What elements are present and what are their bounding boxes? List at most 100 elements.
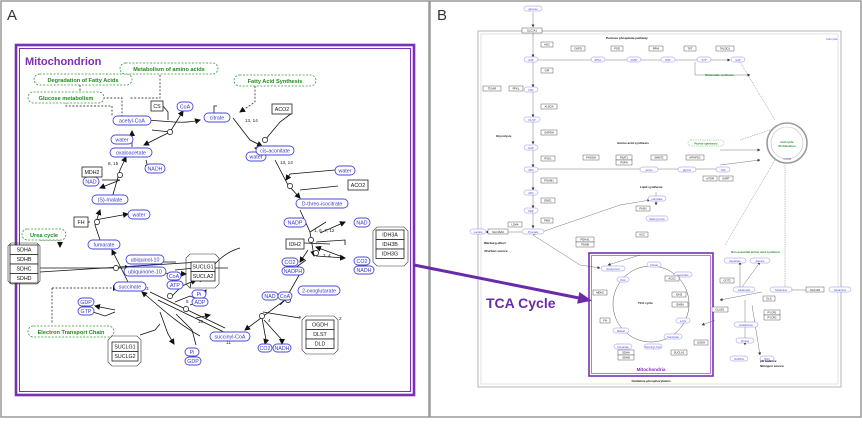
- enzyme-dld: DLD: [315, 342, 326, 348]
- ov-slc2a1: SLC2A1: [527, 29, 538, 33]
- ov-slc16a3: SLC16A3: [492, 230, 504, 234]
- pathway-electron-transport-chain: Electron Transport Chain: [38, 330, 105, 336]
- metabolite-nadh-2: NADH: [356, 268, 371, 274]
- metabolite-nadh-1: NADH: [147, 167, 162, 173]
- enzyme-suclg2: SUCLG2: [114, 354, 135, 360]
- enzyme-ogdh: OGDH: [312, 323, 328, 329]
- ov-lactate: Lactate: [474, 230, 483, 234]
- ov-nadph: NADPH: [734, 357, 743, 361]
- metabolite-succinyl-coa: succinyl-CoA: [215, 335, 246, 341]
- metabolite-nad-3: NAD: [264, 294, 275, 300]
- enzyme-aco2-1: ACO2: [275, 107, 289, 113]
- cell-inner-frame: [480, 33, 839, 385]
- ov-fh: FH: [603, 319, 607, 323]
- ov-pfkl: PFKL: [513, 87, 520, 91]
- cell-cycle-circle: [766, 122, 808, 164]
- overview-metabolites: glucose G6P 6PGL Ru5P R5P S7P E4P F6P F1…: [469, 5, 852, 362]
- ov-gart: GART: [722, 177, 730, 181]
- rxn-succinyl: 3: [146, 286, 149, 291]
- ov-nh3: NH3: [764, 357, 770, 361]
- metabolite-oxoglutarate: 2-oxoglutarate: [302, 289, 336, 295]
- ov-shmt2: SHMT2: [654, 156, 664, 160]
- ov-phgdh: PHGDH: [586, 156, 596, 160]
- metabolite-ubiquinol: ubiquinol-10: [131, 258, 160, 264]
- ov-mtor: mTOR: [783, 157, 791, 161]
- ov-idh3a: IDH3A: [676, 303, 684, 307]
- ov-s7p: S7P: [701, 58, 706, 62]
- ov-warburg: Warburg effect: [484, 241, 506, 245]
- ov-oaa: OAA: [620, 278, 626, 282]
- ov-glutamine-ext: Glutamine: [834, 288, 847, 292]
- enzyme-idh3g: IDH3G: [382, 252, 398, 258]
- ov-f16bp: F1,6P: [528, 118, 535, 122]
- metabolite-gdp-2: GDP: [187, 359, 199, 365]
- pathway-glucose-metabolism: Glucose metabolism: [39, 96, 94, 102]
- enzyme-fh: FH: [77, 220, 84, 226]
- ov-proline: Proline: [741, 339, 750, 343]
- ov-glycolysis: Glycolysis: [496, 134, 512, 138]
- mitochondrion-title: Mitochondrion: [25, 56, 102, 68]
- ov-rpia: RPIA: [653, 47, 659, 51]
- pathway-fatty-acid-synthesis: Fatty Acid Synthesis: [248, 79, 303, 85]
- mitochondrion-inner-frame: [19, 48, 411, 392]
- ov-g6pd: G6PD: [574, 47, 581, 51]
- metabolite-s-malate: (S)-malate: [98, 198, 123, 204]
- overview-mito-frame: [588, 252, 714, 377]
- ov-got2: GOT2: [723, 279, 731, 283]
- ov-malonyl: Malonyl-CoA: [649, 217, 665, 221]
- ov-gap: GAP: [528, 146, 534, 150]
- ov-carbon: 3Carbon source: [484, 249, 508, 253]
- ov-fumarate: Fumarate: [617, 345, 629, 349]
- rxn-aconitate-isocitrate: 13, 14: [280, 160, 293, 165]
- ov-ru5p: Ru5P: [631, 58, 638, 62]
- enzyme-mdh2: MDH2: [84, 170, 99, 176]
- ov-glycine: glycine: [683, 168, 692, 172]
- ov-3pg: 3PG: [528, 168, 533, 172]
- tca-callout-label: TCA Cycle: [486, 295, 556, 311]
- metabolite-ubiquinone: ubiquinone-10: [128, 270, 162, 276]
- ov-tca: TCA cycle: [638, 301, 653, 305]
- ov-tkt: TKT: [687, 47, 692, 51]
- ov-pdhb: PDHB: [581, 243, 589, 247]
- pathway-urea-cycle: Urea cycle: [30, 233, 58, 239]
- ov-sdhb: SDHB: [622, 356, 630, 360]
- metabolite-isocitrate: D-threo-isocitrate: [302, 202, 343, 208]
- ov-pyruvate: Pyruvate: [528, 230, 539, 234]
- ov-glucose: glucose: [528, 7, 538, 11]
- overview-labels: Pentose phosphate pathway Glycolysis Ami…: [484, 36, 838, 383]
- enzyme-suclg1-a: SUCLG1: [192, 265, 213, 271]
- ov-idh2: IDH2: [676, 293, 683, 297]
- metabolites: acetyl-CoA CoA citrate water oxaloacetat…: [77, 101, 375, 366]
- ov-pgd: PGD: [614, 47, 620, 51]
- ov-purine: Purine synthesis: [694, 141, 718, 145]
- ov-sucla2: SUCLA2: [674, 351, 685, 355]
- ov-serine: serine: [645, 168, 653, 172]
- rxn-sdh-b: 10: [198, 319, 204, 324]
- enzyme-sdhc: SDHC: [16, 267, 31, 273]
- ov-aldoa: ALDOA: [544, 105, 553, 109]
- metabolite-co2-1: CO2: [285, 260, 296, 266]
- ov-citrate: Citrate: [650, 263, 658, 267]
- ov-aspartate: Aspartate: [729, 259, 741, 263]
- enzyme-sdhd: SDHD: [16, 276, 31, 282]
- ov-fasn: FASN: [639, 207, 646, 211]
- ov-isocitrate: Isocitrate: [678, 273, 689, 277]
- metabolite-coa: CoA: [180, 105, 191, 111]
- ov-pkm: PKM: [544, 219, 551, 223]
- ov-slc1a5: SLC1A5: [810, 288, 821, 292]
- ov-malate: Malate: [617, 329, 626, 333]
- ov-amino-acid: Amino acid synthesis: [617, 141, 649, 145]
- ov-glud1: GLUD1: [716, 308, 725, 312]
- metabolite-acetyl-coa: acetyl-CoA: [119, 119, 145, 125]
- overview-mito-inner-frame: [591, 255, 711, 374]
- metabolite-gdp-1: GDP: [80, 300, 92, 306]
- enzyme-aco2-2: ACO2: [351, 183, 365, 189]
- rxn-isocitrate-2og: 1, 6, 7, 12: [314, 228, 335, 233]
- metabolite-nad-2: NAD: [356, 221, 367, 227]
- enzyme-idh3b: IDH3B: [382, 242, 398, 248]
- pathway-labels: Degradation of Fatty Acids Metabolism of…: [21, 62, 317, 338]
- ov-nitrogen: Nitrogen source: [760, 364, 784, 368]
- ov-glutathione: Glutathione: [739, 323, 753, 327]
- rxn-succinyl-b: 5: [186, 299, 189, 304]
